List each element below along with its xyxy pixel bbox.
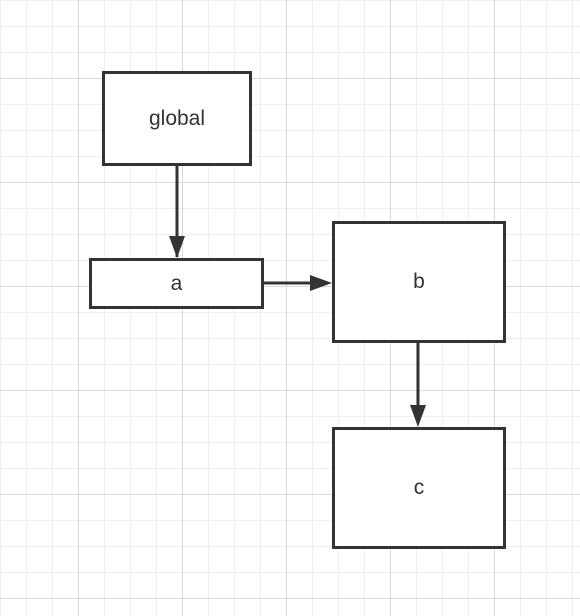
node-c[interactable]: c [332, 427, 506, 549]
arrowhead-a-to-b [310, 275, 332, 291]
node-b[interactable]: b [332, 221, 506, 343]
arrowhead-b-to-c [410, 405, 426, 427]
node-a[interactable]: a [89, 258, 264, 309]
node-label-c: c [413, 476, 425, 499]
node-label-a: a [170, 271, 183, 295]
node-global[interactable]: global [102, 71, 252, 166]
node-label-global: global [148, 106, 206, 130]
node-label-b: b [413, 270, 425, 293]
arrowhead-global-to-a [169, 236, 185, 258]
